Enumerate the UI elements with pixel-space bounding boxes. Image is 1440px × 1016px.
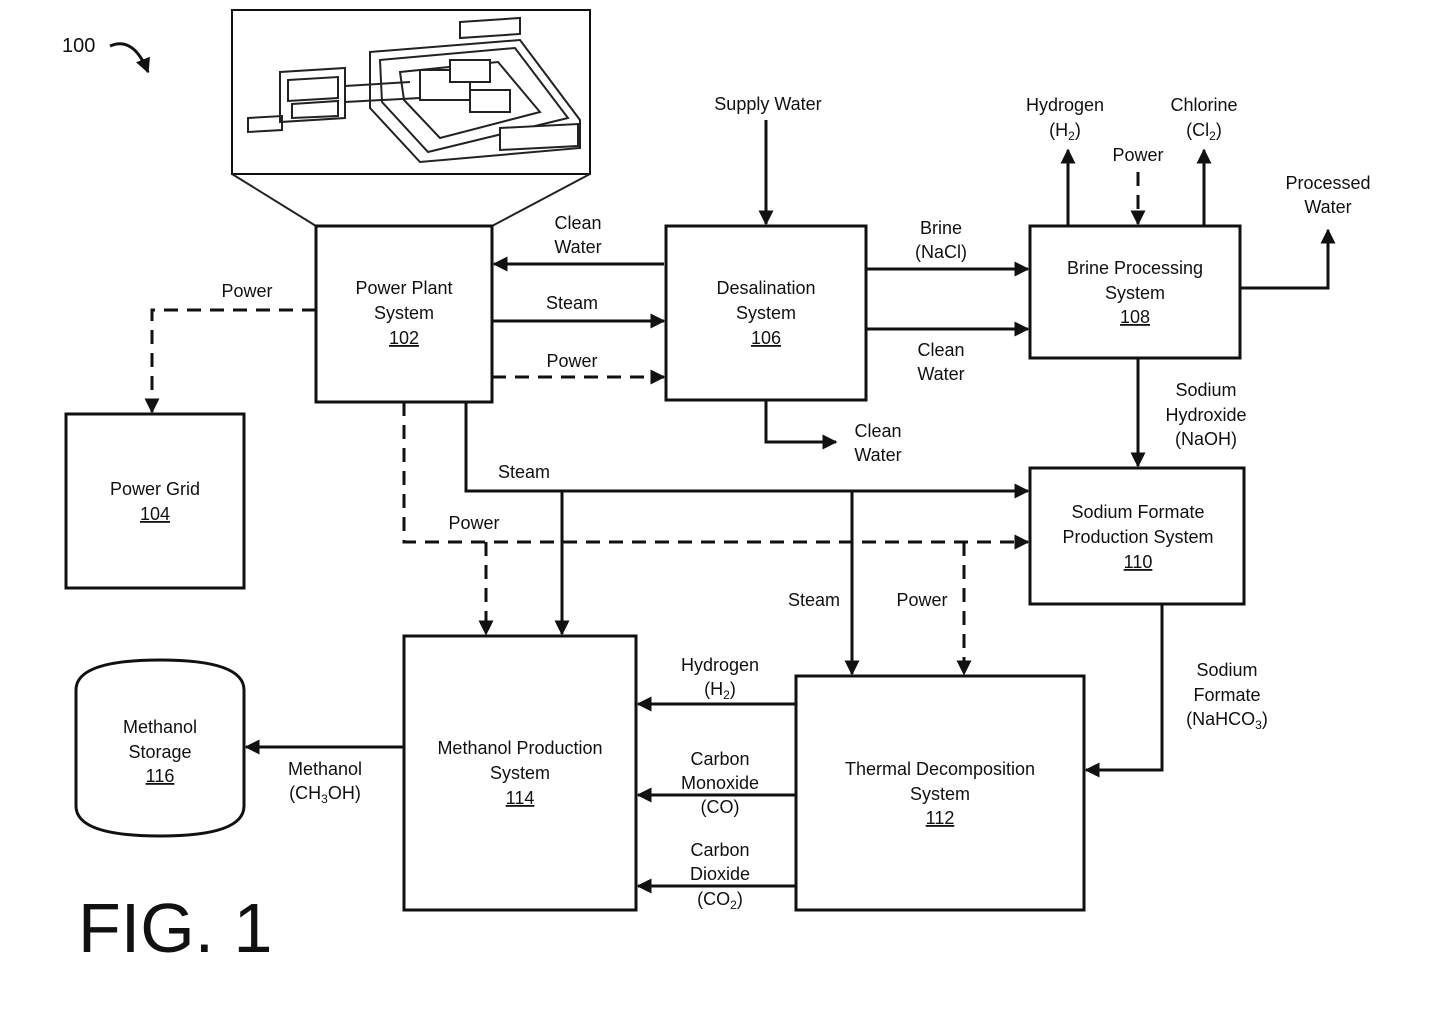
sodium-formate-label-1: Sodium Formate (1071, 502, 1204, 522)
thermal-label-1: Thermal Decomposition (845, 759, 1035, 779)
power-plant-label-2: System (374, 303, 434, 323)
power-to-formate-label: Power (448, 513, 499, 533)
co2-flow-label-2: Dioxide (690, 864, 750, 884)
methanol-flow-label-1: Methanol (288, 759, 362, 779)
hydrogen-flow-label-2: (H2) (704, 679, 736, 702)
clean-water-to-brine-label-1: Clean (917, 340, 964, 360)
clean-water-out-arrow (766, 400, 836, 442)
co-flow-label-3: (CO) (701, 797, 740, 817)
processed-water-label-2: Water (1304, 197, 1351, 217)
power-plant-system-box: Power Plant System 102 (316, 226, 492, 402)
sodium-formate-flow-label-1: Sodium (1196, 660, 1257, 680)
brine-processing-label-2: System (1105, 283, 1165, 303)
desalination-label-1: Desalination (716, 278, 815, 298)
steam-to-desal-label: Steam (546, 293, 598, 313)
chlorine-out-label-1: Chlorine (1170, 95, 1237, 115)
clean-water-out-label-2: Water (854, 445, 901, 465)
power-grid-label: Power Grid (110, 479, 200, 499)
clean-water-to-plant-label-2: Water (554, 237, 601, 257)
clean-water-to-plant-label-1: Clean (554, 213, 601, 233)
power-to-grid-label: Power (221, 281, 272, 301)
methanol-storage-number: 116 (146, 766, 175, 786)
co-flow-label-2: Monoxide (681, 773, 759, 793)
clean-water-out-label-1: Clean (854, 421, 901, 441)
sodium-formate-flow-label-2: Formate (1193, 685, 1260, 705)
sodium-formate-flow-label-3: (NaHCO3) (1186, 709, 1268, 732)
brine-processing-system-box: Brine Processing System 108 (1030, 226, 1240, 358)
power-grid-number: 104 (140, 504, 170, 524)
hydrogen-flow-label-1: Hydrogen (681, 655, 759, 675)
sodium-formate-number: 110 (1124, 552, 1153, 572)
power-to-brine-label: Power (1112, 145, 1163, 165)
desalination-label-2: System (736, 303, 796, 323)
co2-flow-label-3: (CO2) (697, 889, 743, 912)
brine-processing-label-1: Brine Processing (1067, 258, 1203, 278)
sodium-formate-production-system-box: Sodium Formate Production System 110 (1030, 468, 1244, 604)
steam-to-thermal-label: Steam (788, 590, 840, 610)
power-plant-label-1: Power Plant (355, 278, 452, 298)
sodium-formate-label-2: Production System (1062, 527, 1213, 547)
plant-illustration-inset (232, 10, 590, 226)
methanol-production-label-2: System (490, 763, 550, 783)
figure-ref-number: 100 (62, 35, 95, 57)
methanol-production-system-box: Methanol Production System 114 (404, 636, 636, 910)
power-to-grid-arrow (152, 310, 316, 412)
steam-to-formate-label: Steam (498, 462, 550, 482)
methanol-storage-label-2: Storage (128, 742, 191, 762)
brine-label-1: Brine (920, 218, 962, 238)
thermal-label-2: System (910, 784, 970, 804)
naoh-label-2: Hydroxide (1165, 405, 1246, 425)
methanol-production-number: 114 (506, 788, 535, 808)
figure-label: FIG. 1 (78, 889, 272, 967)
power-to-thermal-label: Power (896, 590, 947, 610)
desalination-system-box: Desalination System 106 (666, 226, 866, 400)
methanol-flow-label-2: (CH3OH) (289, 783, 361, 806)
methanol-storage-tank: Methanol Storage 116 (76, 660, 244, 836)
desalination-number: 106 (751, 328, 781, 348)
hydrogen-out-label-2: (H2) (1049, 120, 1081, 143)
methanol-storage-label-1: Methanol (123, 717, 197, 737)
chlorine-out-label-2: (Cl2) (1186, 120, 1222, 143)
power-plant-number: 102 (389, 328, 419, 348)
supply-water-label: Supply Water (714, 94, 821, 114)
sodium-formate-arrow (1086, 604, 1162, 770)
co-flow-label-1: Carbon (690, 749, 749, 769)
hydrogen-out-label-1: Hydrogen (1026, 95, 1104, 115)
naoh-label-1: Sodium (1175, 380, 1236, 400)
power-grid-box: Power Grid 104 (66, 414, 244, 588)
co2-flow-label-1: Carbon (690, 840, 749, 860)
thermal-number: 112 (926, 808, 955, 828)
naoh-label-3: (NaOH) (1175, 429, 1237, 449)
processed-water-label-1: Processed (1285, 173, 1370, 193)
clean-water-to-brine-label-2: Water (917, 364, 964, 384)
thermal-decomposition-system-box: Thermal Decomposition System 112 (796, 676, 1084, 910)
processed-water-arrow (1240, 230, 1328, 288)
brine-processing-number: 108 (1120, 307, 1150, 327)
power-to-desal-label: Power (546, 351, 597, 371)
steam-to-formate-arrow (466, 402, 1028, 491)
brine-label-2: (NaCl) (915, 242, 967, 262)
figure-ref-arrow (110, 44, 148, 72)
methanol-production-label-1: Methanol Production (437, 738, 602, 758)
